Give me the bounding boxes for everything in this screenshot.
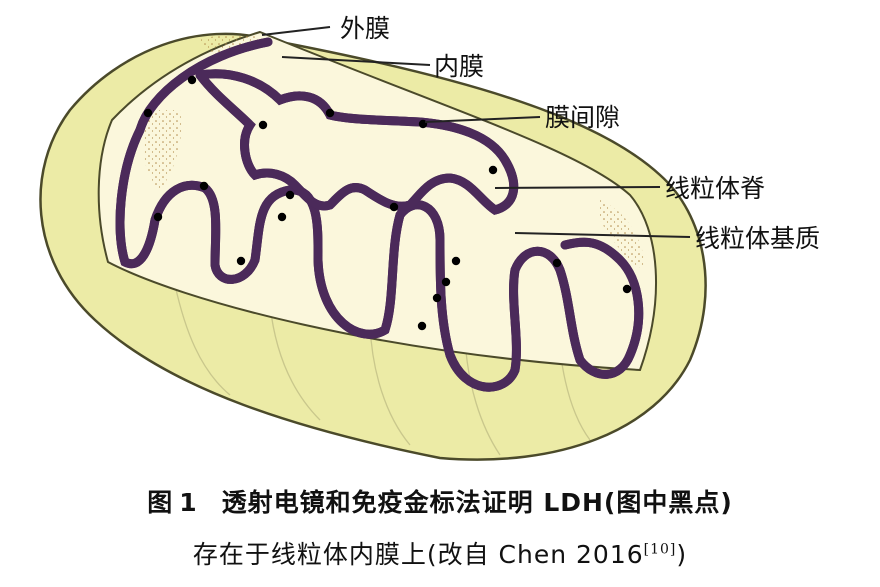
gold-dot xyxy=(143,108,153,118)
mitochondrion-diagram: 外膜 内膜 膜间隙 线粒体脊 线粒体基质 xyxy=(39,14,820,461)
gold-dot xyxy=(417,321,427,331)
gold-dot xyxy=(187,75,197,85)
gold-dot xyxy=(451,256,461,266)
gold-dot xyxy=(488,165,498,175)
gold-dot xyxy=(441,277,451,287)
caption-text-2-end: ) xyxy=(676,540,688,569)
gold-dot xyxy=(153,212,163,222)
caption-text-1: 透射电镜和免疫金标法证明 LDH(图中黑点) xyxy=(221,488,733,517)
gold-dot xyxy=(552,258,562,268)
gold-dot xyxy=(389,202,399,212)
caption-text-2: 存在于线粒体内膜上(改自 Chen 2016 xyxy=(192,540,644,569)
gold-dot xyxy=(277,212,287,222)
citation-ref: [10] xyxy=(643,541,677,558)
figure-number: 1 xyxy=(179,488,198,517)
gold-dot xyxy=(432,293,442,303)
figure-label: 图 xyxy=(147,488,174,517)
label-cristae: 线粒体脊 xyxy=(665,174,765,203)
immunogold-dots xyxy=(143,75,632,331)
label-outer-membrane: 外膜 xyxy=(340,14,390,43)
gold-dot xyxy=(622,284,632,294)
label-inner-membrane: 内膜 xyxy=(434,52,484,81)
outer-surface-lines xyxy=(174,284,591,456)
gold-dot xyxy=(199,181,209,191)
caption-line-2: 存在于线粒体内膜上(改自 Chen 2016[10]) xyxy=(0,535,880,571)
label-matrix: 线粒体基质 xyxy=(695,224,820,253)
callout-lines xyxy=(261,26,691,238)
gold-dot xyxy=(285,190,295,200)
gold-dot xyxy=(258,120,268,130)
label-intermembrane-space: 膜间隙 xyxy=(545,103,620,132)
gold-dot xyxy=(236,256,246,266)
gold-dot xyxy=(325,108,335,118)
